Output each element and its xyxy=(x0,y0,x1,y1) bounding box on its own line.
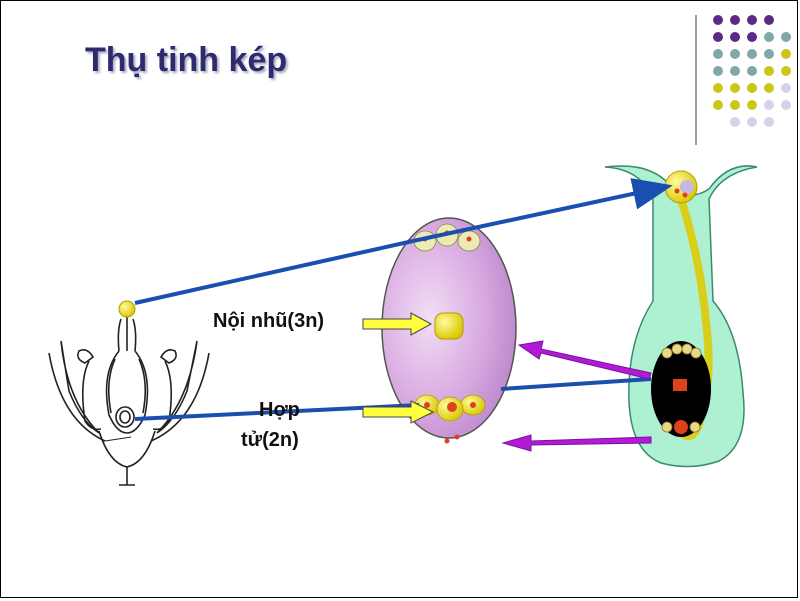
stigma-pollen-grain xyxy=(118,300,136,318)
slide-title: Thụ tinh kép xyxy=(85,41,288,79)
flower-illustration xyxy=(48,317,210,486)
decorative-dot-grid xyxy=(713,15,791,127)
label-zygote-line1: Hợp xyxy=(259,399,300,421)
magenta-arrows xyxy=(501,340,652,452)
pistil-illustration xyxy=(604,165,758,468)
yellow-label-arrows xyxy=(362,312,435,424)
title-divider xyxy=(695,15,697,145)
label-zygote-line2: tử(2n) xyxy=(241,429,299,451)
label-endosperm: Nội nhũ(3n) xyxy=(213,310,325,332)
